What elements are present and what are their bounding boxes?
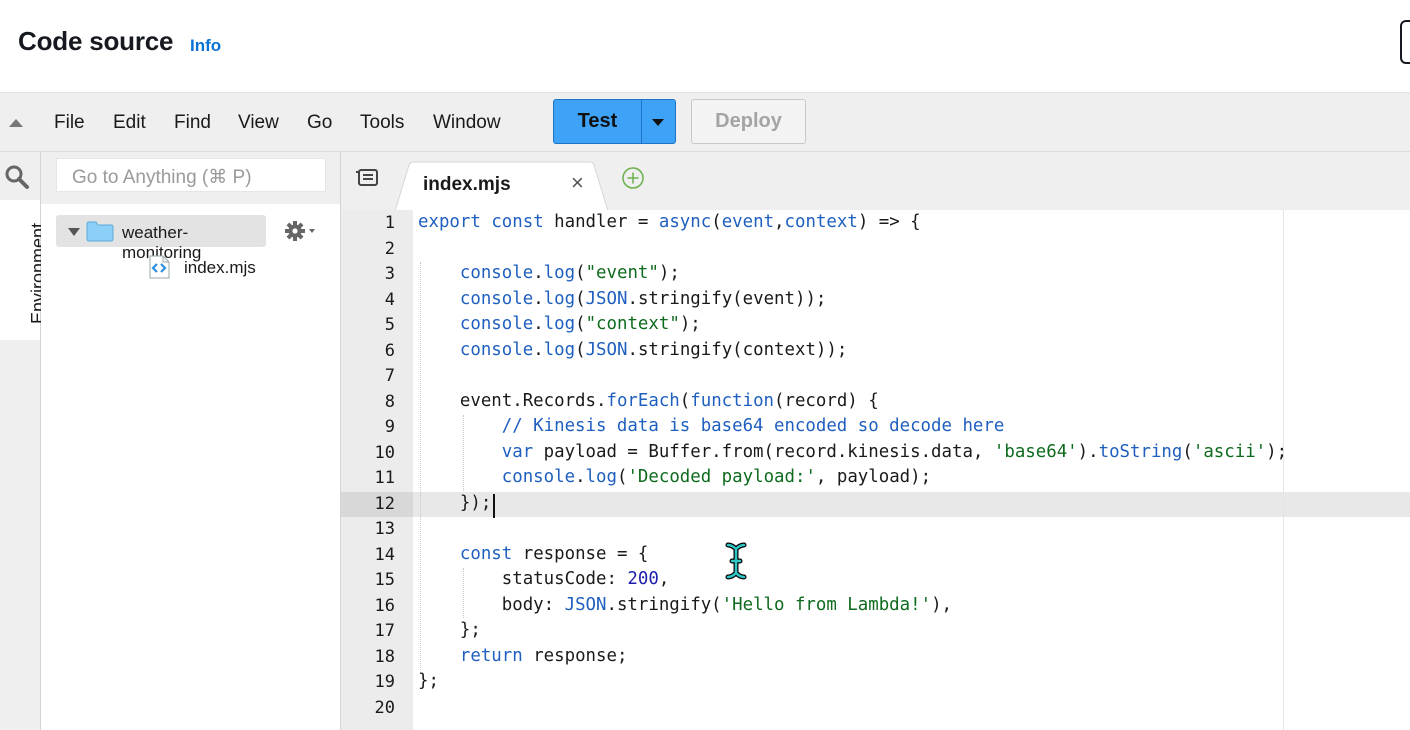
print-margin — [1283, 210, 1284, 730]
tree-file-index-mjs[interactable]: index.mjs — [147, 255, 287, 281]
code-line[interactable]: console.log(JSON.stringify(context)); — [459, 339, 848, 360]
menu-window[interactable]: Window — [433, 112, 501, 133]
code-line[interactable]: console.log(JSON.stringify(event)); — [459, 288, 827, 309]
folder-icon — [86, 220, 114, 247]
indent-guide — [463, 415, 465, 491]
active-line-highlight — [413, 492, 1410, 517]
code-editor[interactable]: 1 2 3 4 5 6 7 8 9 10 11 12 13 14 15 16 1… — [340, 210, 1410, 730]
expand-arrow-icon[interactable] — [68, 228, 80, 236]
folder-name: weather-monitoring — [122, 223, 202, 262]
line-number: 8 — [384, 391, 395, 412]
gear-icon[interactable] — [284, 219, 320, 248]
code-line[interactable]: console.log("context"); — [459, 314, 701, 334]
partial-button[interactable] — [1400, 20, 1410, 64]
line-number: 2 — [384, 238, 395, 259]
test-dropdown-button[interactable] — [641, 99, 676, 144]
search-icon[interactable] — [4, 164, 30, 195]
add-tab-icon[interactable] — [621, 166, 645, 195]
goto-bar — [41, 152, 340, 204]
goto-anything-input[interactable] — [56, 158, 326, 192]
code-line[interactable]: const response = { — [459, 543, 649, 564]
code-line[interactable]: body: JSON.stringify('Hello from Lambda!… — [418, 594, 953, 615]
line-number: 5 — [384, 315, 395, 335]
line-number: 6 — [384, 340, 395, 361]
code-line[interactable]: }; — [418, 671, 439, 691]
code-line[interactable]: }); — [418, 492, 492, 513]
line-number: 17 — [374, 621, 395, 641]
menu-go[interactable]: Go — [307, 112, 333, 133]
tab-index-mjs[interactable]: index.mjs × — [395, 161, 608, 211]
code-line[interactable]: return response; — [459, 645, 628, 666]
file-name: index.mjs — [184, 258, 256, 277]
line-number: 13 — [374, 519, 395, 539]
line-number: 14 — [374, 544, 395, 565]
line-number: 10 — [374, 442, 395, 463]
close-icon[interactable]: × — [571, 170, 584, 195]
code-line[interactable]: event.Records.forEach(function(record) { — [418, 390, 879, 411]
tab-label: index.mjs — [423, 174, 511, 195]
code-line[interactable]: }; — [418, 620, 481, 640]
line-number: 1 — [384, 213, 395, 233]
code-line[interactable]: statusCode: 200, — [418, 569, 670, 589]
menu-edit[interactable]: Edit — [113, 112, 146, 133]
line-number: 20 — [374, 697, 395, 718]
line-number: 11 — [374, 468, 395, 488]
text-cursor-ibeam-icon — [724, 542, 748, 585]
indent-guide — [420, 262, 422, 670]
code-line[interactable]: console.log("event"); — [459, 263, 680, 283]
active-line-gutter — [341, 492, 413, 517]
side-rail: Environment — [0, 152, 48, 730]
menu-tools[interactable]: Tools — [360, 112, 405, 133]
code-line[interactable]: console.log('Decoded payload:', payload)… — [501, 467, 932, 487]
line-number: 19 — [374, 672, 395, 692]
menu-view[interactable]: View — [238, 112, 279, 133]
js-file-icon — [147, 255, 171, 284]
indent-guide — [463, 568, 465, 618]
line-number: 4 — [384, 289, 395, 310]
line-number: 7 — [384, 366, 395, 386]
file-explorer: weather-monitoring index.mjs — [41, 152, 340, 730]
line-number: 16 — [374, 595, 395, 616]
page-header: Code source Info — [0, 0, 1410, 92]
collapse-up-icon[interactable] — [9, 119, 23, 127]
code-line[interactable]: // Kinesis data is base64 encoded so dec… — [418, 416, 1005, 436]
deploy-button: Deploy — [691, 99, 806, 144]
environment-tab[interactable] — [0, 200, 40, 340]
line-number: 9 — [384, 417, 395, 437]
line-number: 3 — [384, 264, 395, 284]
tree-folder-weather-monitoring[interactable]: weather-monitoring — [56, 215, 266, 262]
page-title: Code source — [18, 26, 174, 56]
line-number: 18 — [374, 646, 395, 667]
code-line[interactable]: var payload = Buffer.from(record.kinesis… — [501, 441, 1288, 462]
line-number-gutter: 1 2 3 4 5 6 7 8 9 10 11 12 13 14 15 16 1… — [341, 210, 413, 730]
caret-down-icon — [652, 119, 664, 126]
test-button[interactable]: Test — [553, 99, 642, 144]
menu-file[interactable]: File — [54, 112, 85, 133]
menu-find[interactable]: Find — [174, 112, 211, 133]
info-link[interactable]: Info — [190, 36, 222, 55]
ide-menu-bar: File Edit Find View Go Tools Window Test… — [0, 92, 1410, 152]
line-number: 12 — [374, 493, 395, 514]
text-cursor — [493, 494, 495, 518]
line-number: 15 — [374, 570, 395, 590]
code-line[interactable]: export const handler = async(event,conte… — [418, 212, 921, 232]
tab-list-icon[interactable] — [356, 168, 380, 193]
